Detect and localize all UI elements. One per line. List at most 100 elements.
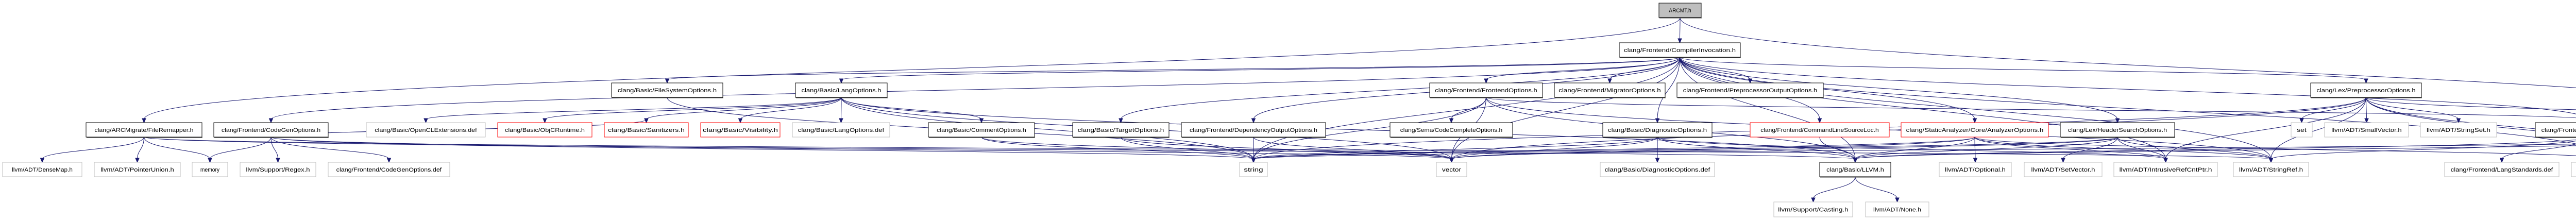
edge-line bbox=[210, 137, 272, 160]
edge-hsopts-to-setvector bbox=[2061, 137, 2118, 163]
node-label: clang/Basic/TargetOptions.h bbox=[1078, 127, 1164, 133]
node-clang-basic-diagnosticoptions-h[interactable]: clang/Basic/DiagnosticOptions.h bbox=[1602, 122, 1713, 138]
arrowhead-icon bbox=[1449, 118, 1454, 124]
node-clang-frontend-codegenoptions-h[interactable]: clang/Frontend/CodeGenOptions.h bbox=[213, 122, 329, 138]
edge-line bbox=[1974, 137, 2272, 160]
edge-langopts-to-sanitizers bbox=[644, 97, 842, 124]
edge-hsopts-to-intrusive bbox=[2117, 137, 2168, 163]
node-clang-basic-commentoptions-h[interactable]: clang/Basic/CommentOptions.h bbox=[928, 122, 1035, 138]
node-clang-lex-headersearchoptions-h[interactable]: clang/Lex/HeaderSearchOptions.h bbox=[2060, 122, 2175, 138]
edge-line bbox=[1974, 137, 2166, 160]
node-box bbox=[1436, 162, 1467, 177]
node-clang-arcmigrate-fileremapper-h[interactable]: clang/ARCMigrate/FileRemapper.h bbox=[86, 122, 202, 138]
node-clang-lex-preprocessoroptions-h[interactable]: clang/Lex/PreprocessorOptions.h bbox=[2310, 82, 2422, 98]
edge-line bbox=[1486, 97, 2576, 119]
node-arcmt-h[interactable]: ARCMT.h bbox=[1658, 3, 1702, 19]
edge-line bbox=[1855, 139, 2576, 160]
edge-line bbox=[1813, 176, 1856, 199]
arrowhead-icon bbox=[1655, 118, 1660, 124]
edge-line bbox=[1253, 137, 1452, 160]
edge-line bbox=[2063, 137, 2118, 160]
edge-codegenopts-to-string bbox=[270, 137, 1256, 163]
edge-line bbox=[1121, 57, 1680, 120]
node-box bbox=[2060, 122, 2175, 138]
edge-line bbox=[1253, 137, 1975, 160]
edge-line bbox=[2501, 143, 2576, 160]
node-clang-staticanalyzer-core-analyzeroptions-h[interactable]: clang/StaticAnalyzer/Core/AnalyzerOption… bbox=[1901, 122, 2049, 138]
node-clang-frontend-commandlinesourceloc-h[interactable]: clang/Frontend/CommandLineSourceLoc.h bbox=[1750, 122, 1890, 138]
node-llvm-adt-densemap-h: llvm/ADT/DenseMap.h bbox=[2, 162, 82, 177]
arrowhead-icon bbox=[1811, 197, 1816, 203]
edge-line bbox=[1253, 97, 1486, 160]
edge-line bbox=[426, 97, 842, 120]
edge-line bbox=[841, 97, 982, 120]
node-label: clang/Basic/ObjCRuntime.h bbox=[505, 127, 585, 133]
node-clang-basic-objcruntime-h[interactable]: clang/Basic/ObjCRuntime.h bbox=[497, 122, 592, 138]
node-clang-basic-targetoptions-h[interactable]: clang/Basic/TargetOptions.h bbox=[1072, 122, 1170, 138]
node-label: clang/Frontend/LangStandard.h bbox=[2541, 127, 2576, 133]
edge-line bbox=[1657, 57, 1680, 120]
edge-line bbox=[841, 57, 1680, 80]
node-llvm-adt-stringmap-h: llvm/ADT/StringMap.h bbox=[2571, 162, 2576, 177]
edge-line bbox=[2165, 97, 2366, 160]
node-clang-frontend-compilerinvocation-h[interactable]: clang/Frontend/CompilerInvocation.h bbox=[1619, 42, 1741, 58]
arrowhead-icon bbox=[40, 158, 45, 163]
arrowhead-icon bbox=[839, 118, 843, 124]
edge-diagopts-to-vector bbox=[1449, 137, 1658, 163]
edge-line bbox=[270, 137, 1254, 160]
node-label: memory bbox=[200, 167, 220, 173]
node-label: llvm/Support/Regex.h bbox=[246, 167, 310, 173]
node-clang-frontend-migratoroptions-h[interactable]: clang/Frontend/MigratorOptions.h bbox=[1554, 82, 1666, 98]
node-llvm-support-casting-h: llvm/Support/Casting.h bbox=[1773, 201, 1853, 217]
node-box bbox=[213, 122, 329, 138]
edge-compinv-to-langstd bbox=[1680, 57, 2576, 114]
node-box bbox=[2, 162, 82, 177]
node-clang-basic-langoptions-h[interactable]: clang/Basic/LangOptions.h bbox=[795, 82, 888, 98]
node-clang-basic-llvm-h[interactable]: clang/Basic/LLVM.h bbox=[1819, 162, 1891, 178]
node-clang-sema-codecompleteoptions-h[interactable]: clang/Sema/CodeCompleteOptions.h bbox=[1389, 122, 1513, 138]
edge-line bbox=[1121, 137, 1452, 160]
node-clang-frontend-langstandard-h[interactable]: clang/Frontend/LangStandard.h bbox=[2535, 122, 2576, 138]
node-clang-frontend-preprocessoroutputoptions-h[interactable]: clang/Frontend/PreprocessorOutputOptions… bbox=[1676, 82, 1824, 98]
node-llvm-adt-stringref-h: llvm/ADT/StringRef.h bbox=[2233, 162, 2309, 177]
node-box bbox=[366, 122, 486, 138]
node-box bbox=[1939, 162, 2012, 177]
node-label: clang/Basic/DiagnosticOptions.def bbox=[1605, 167, 1711, 173]
edge-line bbox=[841, 97, 1254, 160]
arrowhead-icon bbox=[1251, 158, 1256, 163]
arrowhead-icon bbox=[1251, 118, 1256, 124]
edge-langopts-to-langoptsdef bbox=[839, 97, 843, 124]
edge-line bbox=[270, 57, 1680, 120]
node-box bbox=[1429, 82, 1543, 98]
node-clang-basic-visibility-h[interactable]: clang/Basic/Visibility.h bbox=[700, 122, 781, 138]
node-box bbox=[2324, 122, 2409, 138]
node-label: clang/Basic/LLVM.h bbox=[1826, 167, 1884, 173]
edge-line bbox=[2366, 97, 2459, 120]
edge-line bbox=[1253, 137, 2118, 160]
node-set: set bbox=[2291, 122, 2313, 138]
arrowhead-icon bbox=[2456, 118, 2461, 124]
edge-line bbox=[2366, 97, 2576, 110]
edge-srcloc-to-llvmh bbox=[1853, 145, 2576, 163]
node-clang-basic-filesystemoptions-h[interactable]: clang/Basic/FileSystemOptions.h bbox=[611, 82, 723, 98]
node-clang-basic-sanitizers-h[interactable]: clang/Basic/Sanitizers.h bbox=[604, 122, 689, 138]
node-label: llvm/ADT/DenseMap.h bbox=[12, 167, 73, 173]
arrowhead-icon bbox=[1895, 197, 1900, 203]
edge-arcmt-to-fileremap bbox=[142, 17, 1681, 124]
node-label: llvm/ADT/IntrusiveRefCntPtr.h bbox=[2120, 167, 2212, 173]
node-llvm-adt-optional-h: llvm/ADT/Optional.h bbox=[1939, 162, 2012, 177]
edge-codegenopts-to-memory bbox=[208, 137, 272, 163]
arrowhead-icon bbox=[423, 118, 428, 124]
edge-line bbox=[1451, 137, 2118, 160]
node-clang-frontend-frontendoptions-h[interactable]: clang/Frontend/FrontendOptions.h bbox=[1429, 82, 1543, 98]
edge-line bbox=[1680, 17, 1681, 40]
node-clang-frontend-dependencyoutputoptions-h[interactable]: clang/Frontend/DependencyOutputOptions.h bbox=[1181, 122, 1326, 138]
edge-codegenopts-to-regex bbox=[270, 137, 280, 163]
node-box bbox=[1389, 122, 1513, 138]
edge-ppopts-to-srcloc bbox=[2366, 97, 2576, 110]
edge-line bbox=[1609, 57, 1680, 80]
edge-compinv-to-codegenopts bbox=[268, 57, 1680, 124]
edge-line bbox=[1680, 57, 2166, 160]
edge-line bbox=[1657, 137, 2166, 160]
